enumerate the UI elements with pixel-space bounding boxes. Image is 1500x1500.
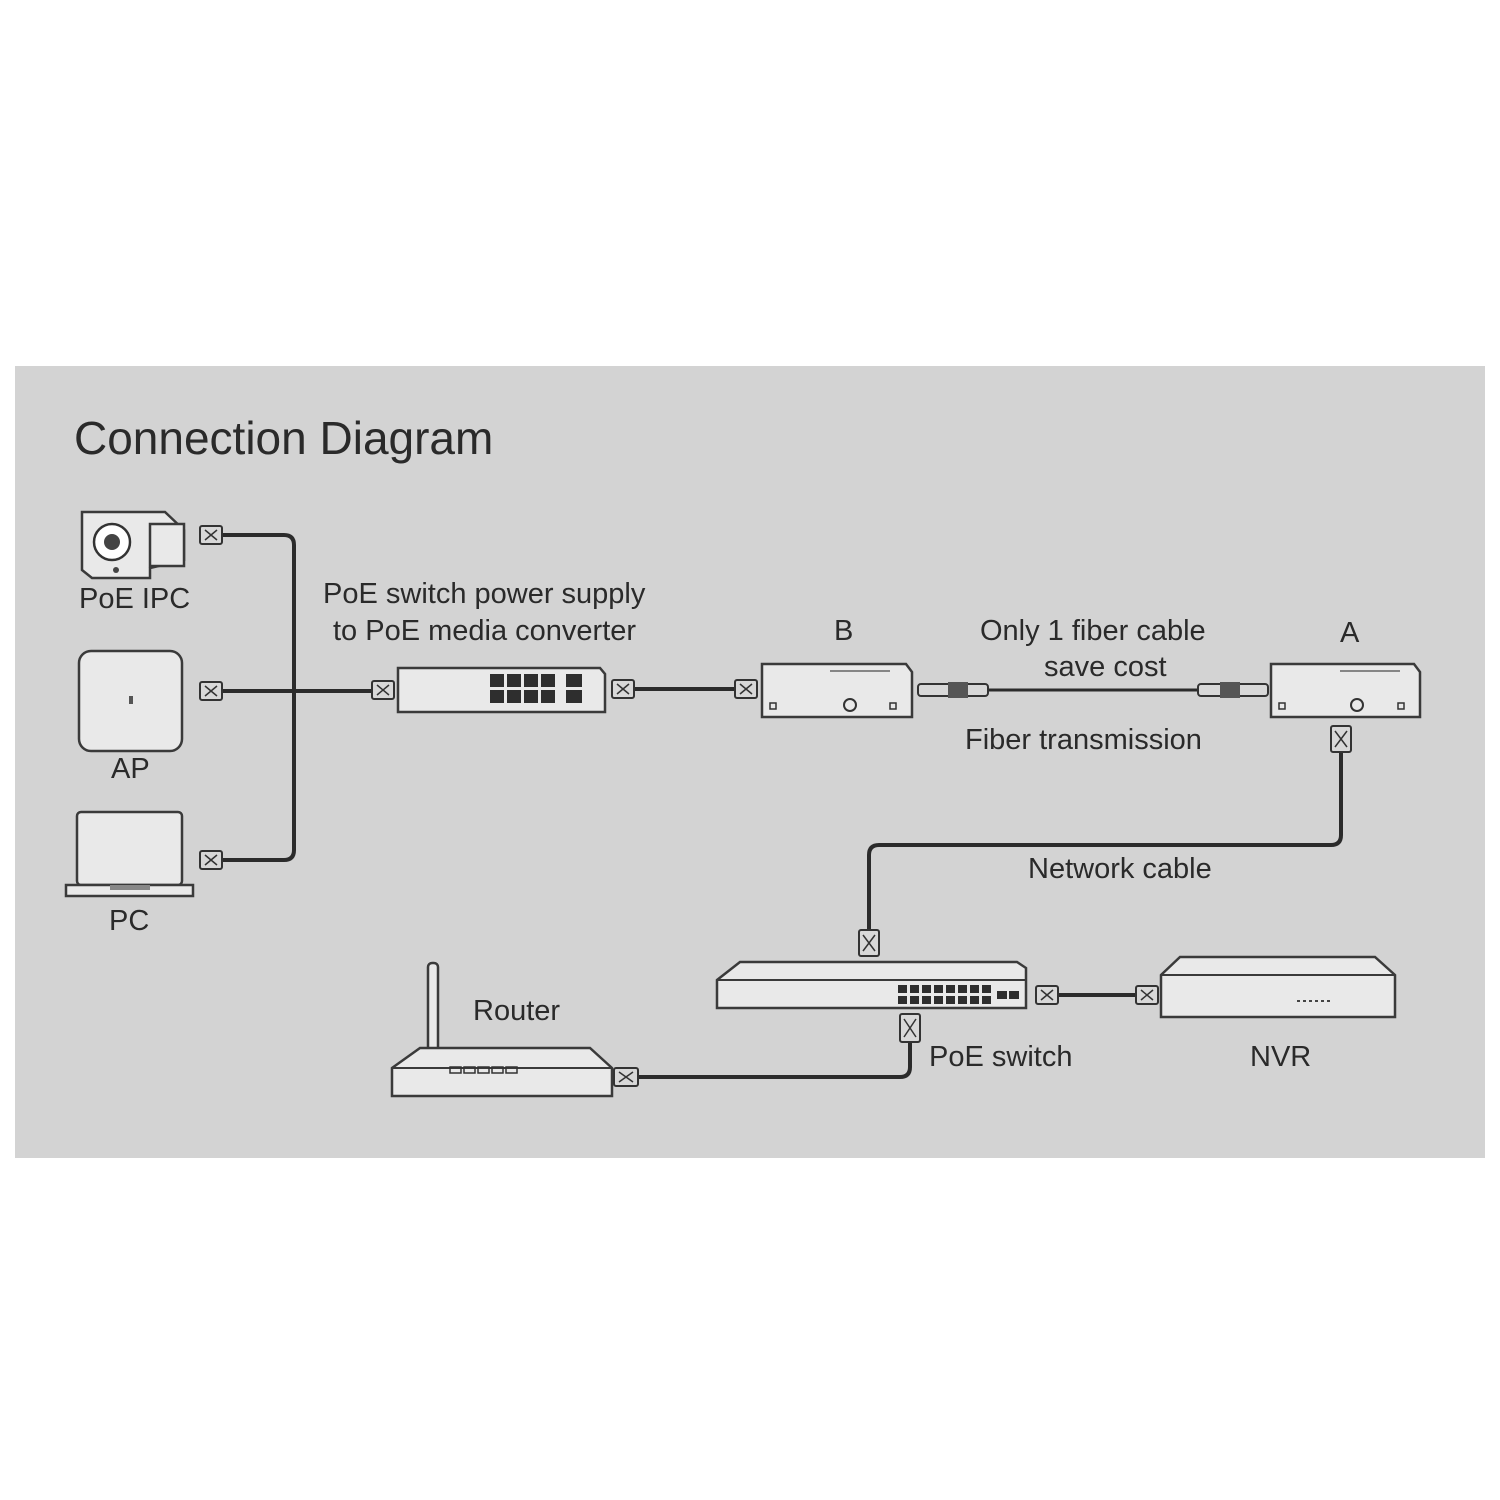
rj45-plug-icon xyxy=(613,1067,639,1087)
rj45-plug-icon xyxy=(899,1013,921,1043)
rj45-plug-icon xyxy=(858,929,880,957)
fiber-note-line1: Only 1 fiber cable xyxy=(980,615,1206,647)
fiber-transmission-label: Fiber transmission xyxy=(965,724,1202,756)
nvr-recorder-icon xyxy=(1159,955,1397,1019)
wireless-router-icon xyxy=(390,961,614,1098)
ap-label: AP xyxy=(111,753,150,785)
rj45-plug-icon xyxy=(1135,985,1159,1005)
fiber-note-line2: save cost xyxy=(1044,651,1167,683)
fiber-connector-icon xyxy=(1197,682,1269,698)
converter-b-label: B xyxy=(834,615,853,647)
rj45-plug-icon xyxy=(1035,985,1059,1005)
diagram-title: Connection Diagram xyxy=(74,412,493,464)
poe-switch-label: PoE switch xyxy=(929,1041,1072,1073)
rj45-plug-icon xyxy=(199,525,223,545)
network-switch-icon xyxy=(715,960,1028,1010)
rj45-plug-icon xyxy=(734,679,758,699)
ipc-label: PoE IPC xyxy=(79,583,190,615)
nvr-label: NVR xyxy=(1250,1041,1311,1073)
cable-ipc xyxy=(222,533,296,862)
laptop-icon xyxy=(64,810,195,898)
fiber-connector-icon xyxy=(917,682,989,698)
media-converter-icon xyxy=(760,662,914,719)
rj45-plug-icon xyxy=(199,850,223,870)
router-label: Router xyxy=(473,995,560,1027)
switch-supply-label-line2: to PoE media converter xyxy=(333,615,636,647)
converter-a-label: A xyxy=(1340,617,1360,649)
media-converter-icon xyxy=(1269,662,1422,719)
bullet-camera-icon xyxy=(80,510,186,580)
rj45-plug-icon xyxy=(199,681,223,701)
access-point-icon xyxy=(77,649,184,753)
pc-label: PC xyxy=(109,905,149,937)
network-cable-label: Network cable xyxy=(1028,853,1212,885)
rj45-plug-icon xyxy=(1330,725,1352,753)
network-cable xyxy=(867,752,1343,930)
rj45-plug-icon xyxy=(371,680,395,700)
diagram-panel xyxy=(15,366,1485,1158)
switch-supply-label-line1: PoE switch power supply xyxy=(323,578,646,610)
rj45-plug-icon xyxy=(611,679,635,699)
network-switch-icon xyxy=(396,666,607,714)
cable-router-to-switch xyxy=(638,1042,912,1079)
